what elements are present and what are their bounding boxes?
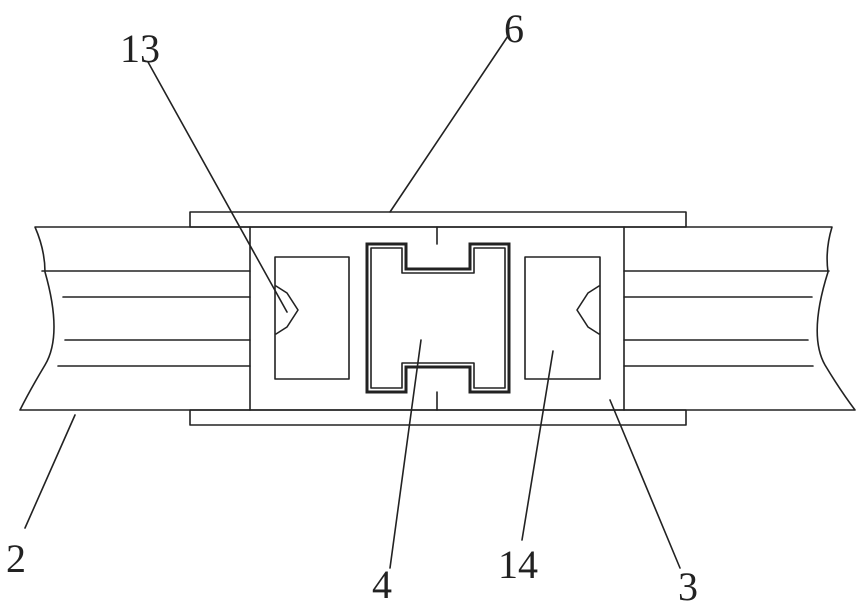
label-13: 13 <box>120 26 160 71</box>
label-3: 3 <box>678 564 698 609</box>
label-6: 6 <box>504 6 524 51</box>
bottom-cover-plate <box>189 409 687 426</box>
top-cover-plate <box>189 211 687 228</box>
leader-line-14 <box>521 350 554 541</box>
right-window-wedge <box>576 285 600 335</box>
left-rail <box>19 226 251 411</box>
leader-line-3 <box>609 399 681 569</box>
right-rail <box>623 226 856 411</box>
leader-line-13 <box>147 61 288 313</box>
leader-line-2 <box>24 414 76 529</box>
center-h-block <box>365 242 511 394</box>
label-4: 4 <box>372 562 392 607</box>
connector-body <box>249 226 625 411</box>
left-window-wedge <box>275 285 299 335</box>
center-h-block-inner <box>370 247 506 389</box>
label-14: 14 <box>498 542 538 587</box>
right-window <box>524 256 601 380</box>
leader-line-6 <box>389 35 509 213</box>
label-2: 2 <box>6 536 26 581</box>
left-window <box>274 256 350 380</box>
leader-line-4 <box>389 339 422 569</box>
